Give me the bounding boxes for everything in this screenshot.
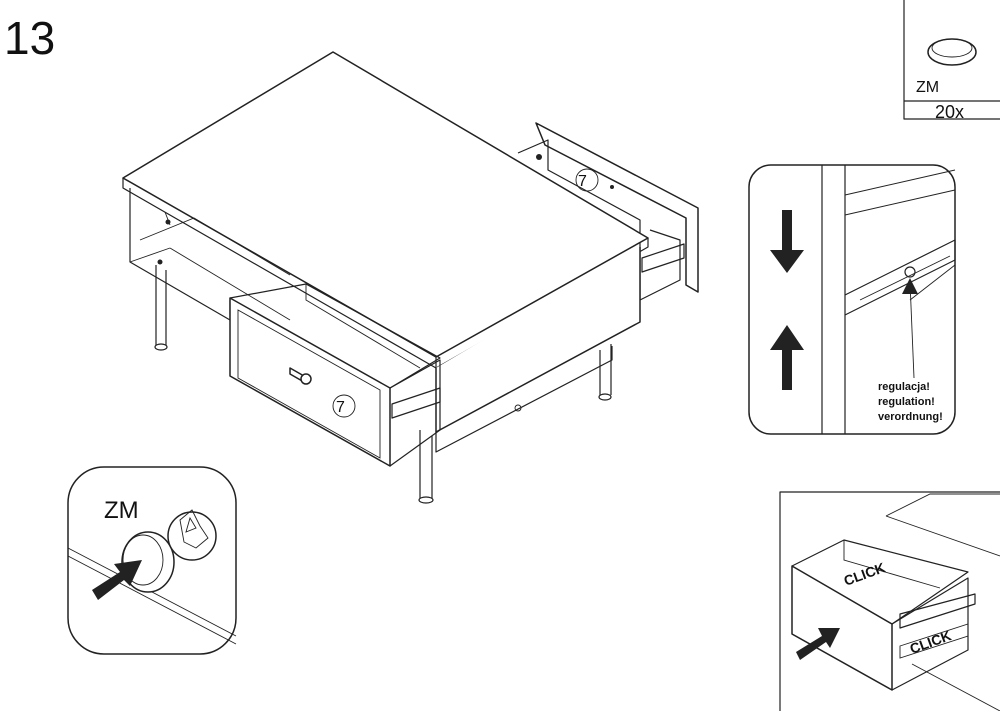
parts-box: ZM 20x (903, 0, 1000, 122)
regulation-label-pl: regulacja! (878, 381, 930, 393)
cap-icon (121, 531, 175, 593)
step-number: 13 (4, 12, 55, 64)
parts-code: ZM (916, 79, 939, 96)
drawer-number-right: 7 (578, 173, 587, 190)
cap-icon (927, 38, 977, 66)
regulation-detail: regulacja! regulation! verordnung! (748, 164, 956, 435)
arrow-down-icon (770, 210, 804, 273)
drawer-click-detail: CLICK CLICK (779, 491, 1000, 711)
drawer-number-circle (575, 168, 599, 192)
push-arrow-icon (92, 560, 142, 600)
arrow-up-icon (770, 325, 804, 390)
cap-insert-detail: ZM (67, 466, 237, 655)
drawer-number-left: 7 (336, 399, 345, 416)
regulation-label-de: verordnung! (878, 411, 943, 423)
coffee-table-drawing: 7 7 (122, 51, 699, 504)
adjust-arrow-icon (902, 278, 918, 294)
cap-label: ZM (104, 497, 139, 524)
click-label-top: CLICK (842, 559, 888, 589)
drawer-number-circle-left (332, 394, 356, 418)
cam-lock-icon (167, 509, 217, 561)
click-label-bottom: CLICK (908, 627, 954, 657)
regulation-label-en: regulation! (878, 396, 935, 408)
push-arrow-icon (796, 628, 840, 660)
parts-qty: 20x (935, 102, 964, 122)
